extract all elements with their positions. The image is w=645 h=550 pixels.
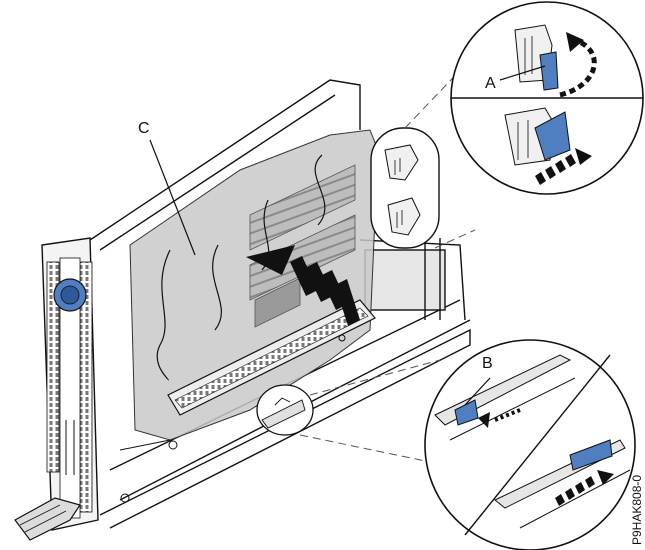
tailstock-handle (14, 497, 81, 541)
rotate-arrow-icon (559, 32, 597, 98)
cassette-top-inner-edge (99, 94, 336, 251)
callout-a-label: A (485, 75, 496, 92)
tailstock-bracket (14, 237, 99, 541)
rear-bracket-panel (364, 249, 446, 311)
blue-latch-icon (569, 439, 613, 471)
callout-c-label: C (138, 120, 150, 137)
thumbscrew-icon (53, 278, 87, 312)
push-arrow-icon (246, 245, 360, 326)
rear-bracket-ribs (424, 238, 441, 320)
callout-b-label: B (482, 355, 493, 372)
push-arrow-icon (478, 408, 521, 428)
cassette-top-edge (89, 79, 361, 241)
shroud-contour-lines (156, 154, 326, 381)
push-arrow-icon (535, 148, 592, 185)
figure-id: P9HAK808-0 (630, 475, 644, 545)
blue-latch-icon (539, 51, 559, 91)
pcie-connector (167, 299, 376, 416)
callout-c-leader (149, 139, 196, 256)
connector-latch-detail (256, 384, 314, 436)
shroud-latch-detail (370, 127, 440, 249)
push-arrow-icon (555, 470, 614, 506)
detail-a-circle: A (450, 1, 644, 195)
chassis-detail-lines (65, 334, 346, 503)
detail-b-circle: B (424, 339, 636, 550)
